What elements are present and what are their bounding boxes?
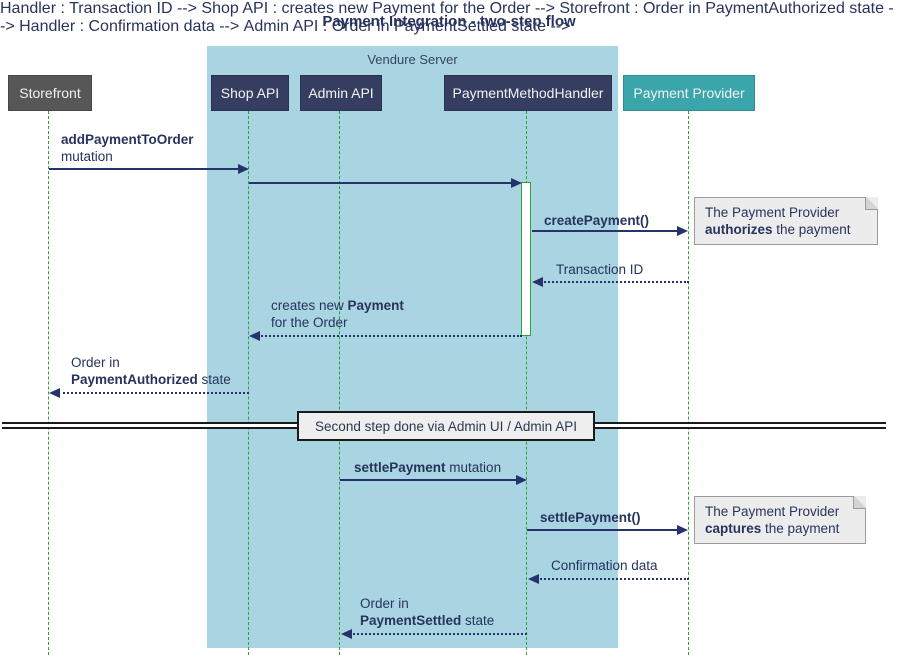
- note-authorizes-bold: authorizes: [705, 222, 773, 237]
- message-create-payment-bold: createPayment(): [544, 213, 650, 228]
- note-fold-icon: [865, 197, 878, 210]
- message-add-payment-bold: addPaymentToOrder: [61, 132, 194, 147]
- message-order-settled-line1: Order in: [360, 596, 409, 611]
- participant-payment-provider: Payment Provider: [623, 75, 755, 111]
- message-order-settled-rest: state: [461, 613, 495, 628]
- message-label-transaction-id: Transaction ID: [556, 262, 644, 277]
- divider-label: Second step done via Admin UI / Admin AP…: [315, 418, 577, 434]
- lifeline-storefront: [48, 111, 49, 655]
- participant-shop-api-label: Shop API: [220, 85, 280, 101]
- participant-payment-provider-label: Payment Provider: [633, 85, 745, 101]
- note-authorizes-line1: The Payment Provider: [705, 205, 840, 220]
- participant-payment-method-handler-label: PaymentMethodHandler: [452, 85, 604, 101]
- message-label-creates-payment: creates new Payment for the Order: [271, 297, 404, 331]
- message-settle-call-bold: settlePayment(): [540, 510, 641, 525]
- message-label-settle-payment-mutation: settlePayment mutation: [354, 459, 501, 476]
- arrowhead-shop-to-handler: [511, 178, 522, 188]
- arrowhead-add-payment: [238, 164, 249, 174]
- participant-storefront: Storefront: [8, 75, 92, 111]
- arrow-confirmation-data: [537, 578, 689, 580]
- arrowhead-settle-payment-call: [677, 525, 688, 535]
- message-label-settle-payment-call: settlePayment(): [540, 509, 641, 526]
- arrowhead-creates-payment: [249, 331, 260, 341]
- lifeline-payment-provider: [688, 111, 689, 655]
- message-label-order-settled: Order in PaymentSettled state: [360, 595, 494, 629]
- participant-admin-api: Admin API: [300, 75, 382, 111]
- lifeline-shop-api: [248, 111, 249, 655]
- arrow-create-payment: [532, 230, 680, 232]
- message-label-confirmation-data: Confirmation data: [551, 558, 658, 573]
- message-label-order-authorized: Order in PaymentAuthorized state: [71, 354, 231, 388]
- note-captures: The Payment Provider captures the paymen…: [694, 496, 866, 544]
- note-fold-icon: [853, 496, 866, 509]
- lifeline-admin-api: [339, 111, 340, 655]
- message-creates-payment-pre: creates new: [271, 298, 348, 313]
- arrowhead-confirmation-data: [528, 574, 539, 584]
- arrow-shop-to-handler: [249, 182, 514, 184]
- message-settle-mutation-rest: mutation: [445, 460, 502, 475]
- arrow-order-settled: [350, 633, 527, 635]
- message-label-create-payment: createPayment(): [544, 212, 649, 229]
- lifeline-payment-method-handler: [526, 111, 527, 655]
- message-label-add-payment: addPaymentToOrder mutation: [61, 131, 194, 165]
- message-order-settled-bold: PaymentSettled: [360, 613, 462, 628]
- divider-label-box: Second step done via Admin UI / Admin AP…: [297, 411, 595, 441]
- note-captures-rest: the payment: [761, 521, 840, 536]
- arrowhead-transaction-id: [532, 277, 543, 287]
- arrowhead-settle-payment-mutation: [516, 475, 527, 485]
- activation-bar-payment-method-handler: [521, 182, 531, 336]
- message-order-authorized-rest: state: [197, 372, 231, 387]
- message-creates-payment-bold: Payment: [347, 298, 404, 313]
- arrow-creates-payment: [258, 335, 522, 337]
- vendure-server-frame: [207, 46, 618, 648]
- participant-shop-api: Shop API: [211, 75, 289, 111]
- message-order-authorized-line1: Order in: [71, 355, 120, 370]
- note-captures-bold: captures: [705, 521, 762, 536]
- arrowhead-create-payment: [677, 226, 688, 236]
- message-order-authorized-bold: PaymentAuthorized: [71, 372, 198, 387]
- arrow-add-payment: [49, 168, 241, 170]
- note-authorizes: The Payment Provider authorizes the paym…: [694, 197, 878, 245]
- arrowhead-order-authorized: [49, 388, 60, 398]
- participant-storefront-label: Storefront: [19, 85, 81, 101]
- arrow-transaction-id: [541, 281, 689, 283]
- diagram-title: Payment Integration - two-step flow: [322, 13, 576, 30]
- arrowhead-order-settled: [341, 629, 352, 639]
- message-add-payment-rest: mutation: [61, 149, 113, 164]
- participant-payment-method-handler: PaymentMethodHandler: [444, 75, 612, 111]
- arrow-order-authorized: [58, 392, 249, 394]
- message-creates-payment-line2: for the Order: [271, 315, 348, 330]
- message-settle-mutation-bold: settlePayment: [354, 460, 446, 475]
- note-captures-line1: The Payment Provider: [705, 504, 840, 519]
- note-authorizes-rest: the payment: [772, 222, 851, 237]
- participant-admin-api-label: Admin API: [308, 85, 374, 101]
- arrow-settle-payment-call: [527, 529, 680, 531]
- arrow-settle-payment-mutation: [340, 479, 519, 481]
- vendure-server-frame-label: Vendure Server: [367, 52, 458, 67]
